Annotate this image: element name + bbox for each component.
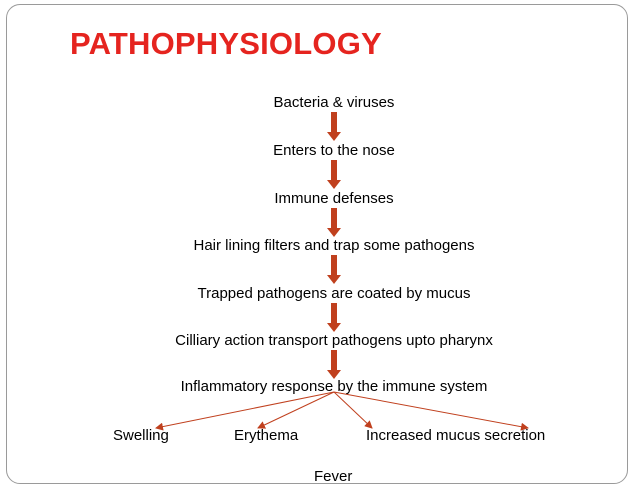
page-title: PATHOPHYSIOLOGY [70, 26, 382, 61]
effect-swelling: Swelling [113, 427, 169, 444]
step-bacteria-viruses: Bacteria & viruses [273, 94, 395, 111]
branch-arrow-fever [333, 391, 373, 429]
down-arrow-1 [327, 112, 341, 141]
branch-arrow-mucus [333, 391, 529, 431]
down-arrow-4 [327, 255, 341, 284]
branch-arrow-swelling [155, 391, 335, 431]
step-immune-defenses: Immune defenses [274, 190, 394, 207]
down-arrow-5 [327, 303, 341, 332]
effect-erythema: Erythema [234, 427, 299, 444]
down-arrow-3 [327, 208, 341, 237]
step-enters-nose: Enters to the nose [273, 142, 395, 159]
step-hair-lining: Hair lining filters and trap some pathog… [193, 237, 475, 254]
branch-arrow-erythema [257, 391, 335, 429]
step-trapped-pathogens: Trapped pathogens are coated by mucus [197, 285, 471, 302]
effect-mucus-secretion: Increased mucus secretion [366, 427, 546, 444]
step-inflammatory-response: Inflammatory response by the immune syst… [180, 378, 488, 395]
down-arrow-6 [327, 350, 341, 379]
down-arrow-2 [327, 160, 341, 189]
step-cilliary-action: Cilliary action transport pathogens upto… [175, 332, 493, 349]
